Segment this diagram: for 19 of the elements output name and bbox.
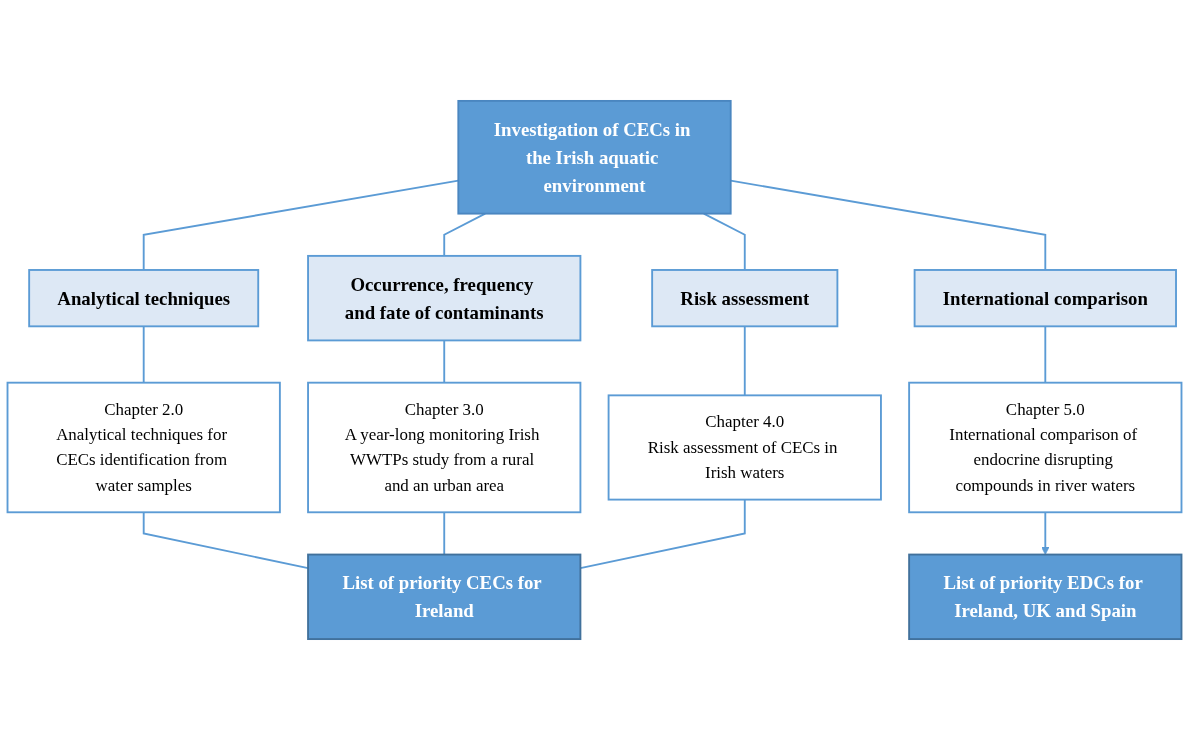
arrow [1041, 511, 1050, 555]
connector [443, 212, 487, 257]
connector [443, 339, 446, 384]
connector [743, 325, 746, 397]
node-box: Chapter 4.0 Risk assessment of CECs in Irish waters [607, 394, 882, 501]
node-box: Chapter 5.0 International comparison of endocrine disrupting compounds in river waters [908, 381, 1183, 514]
connector [443, 511, 446, 556]
node-box: Occurrence, frequency and fate of contaminants [307, 254, 582, 342]
connector [142, 511, 309, 570]
node-box: Chapter 2.0 Analytical techniques for CECs identification from water samples [6, 381, 281, 514]
node-box: Risk assessment [651, 269, 839, 328]
connector [1044, 325, 1047, 384]
node-box: Chapter 3.0 A year-long monitoring Irish WWTPs study from a rural and an urban area [307, 381, 582, 514]
node-box: List of priority EDCs for Ireland, UK and Spain [908, 553, 1183, 640]
node-box: List of priority CECs for Ireland [307, 553, 582, 640]
node-box: Analytical techniques [28, 269, 260, 328]
node-box: Investigation of CECs in the Irish aquatic environment [457, 100, 732, 215]
connector [142, 325, 145, 384]
node-box: International comparison [913, 269, 1177, 328]
